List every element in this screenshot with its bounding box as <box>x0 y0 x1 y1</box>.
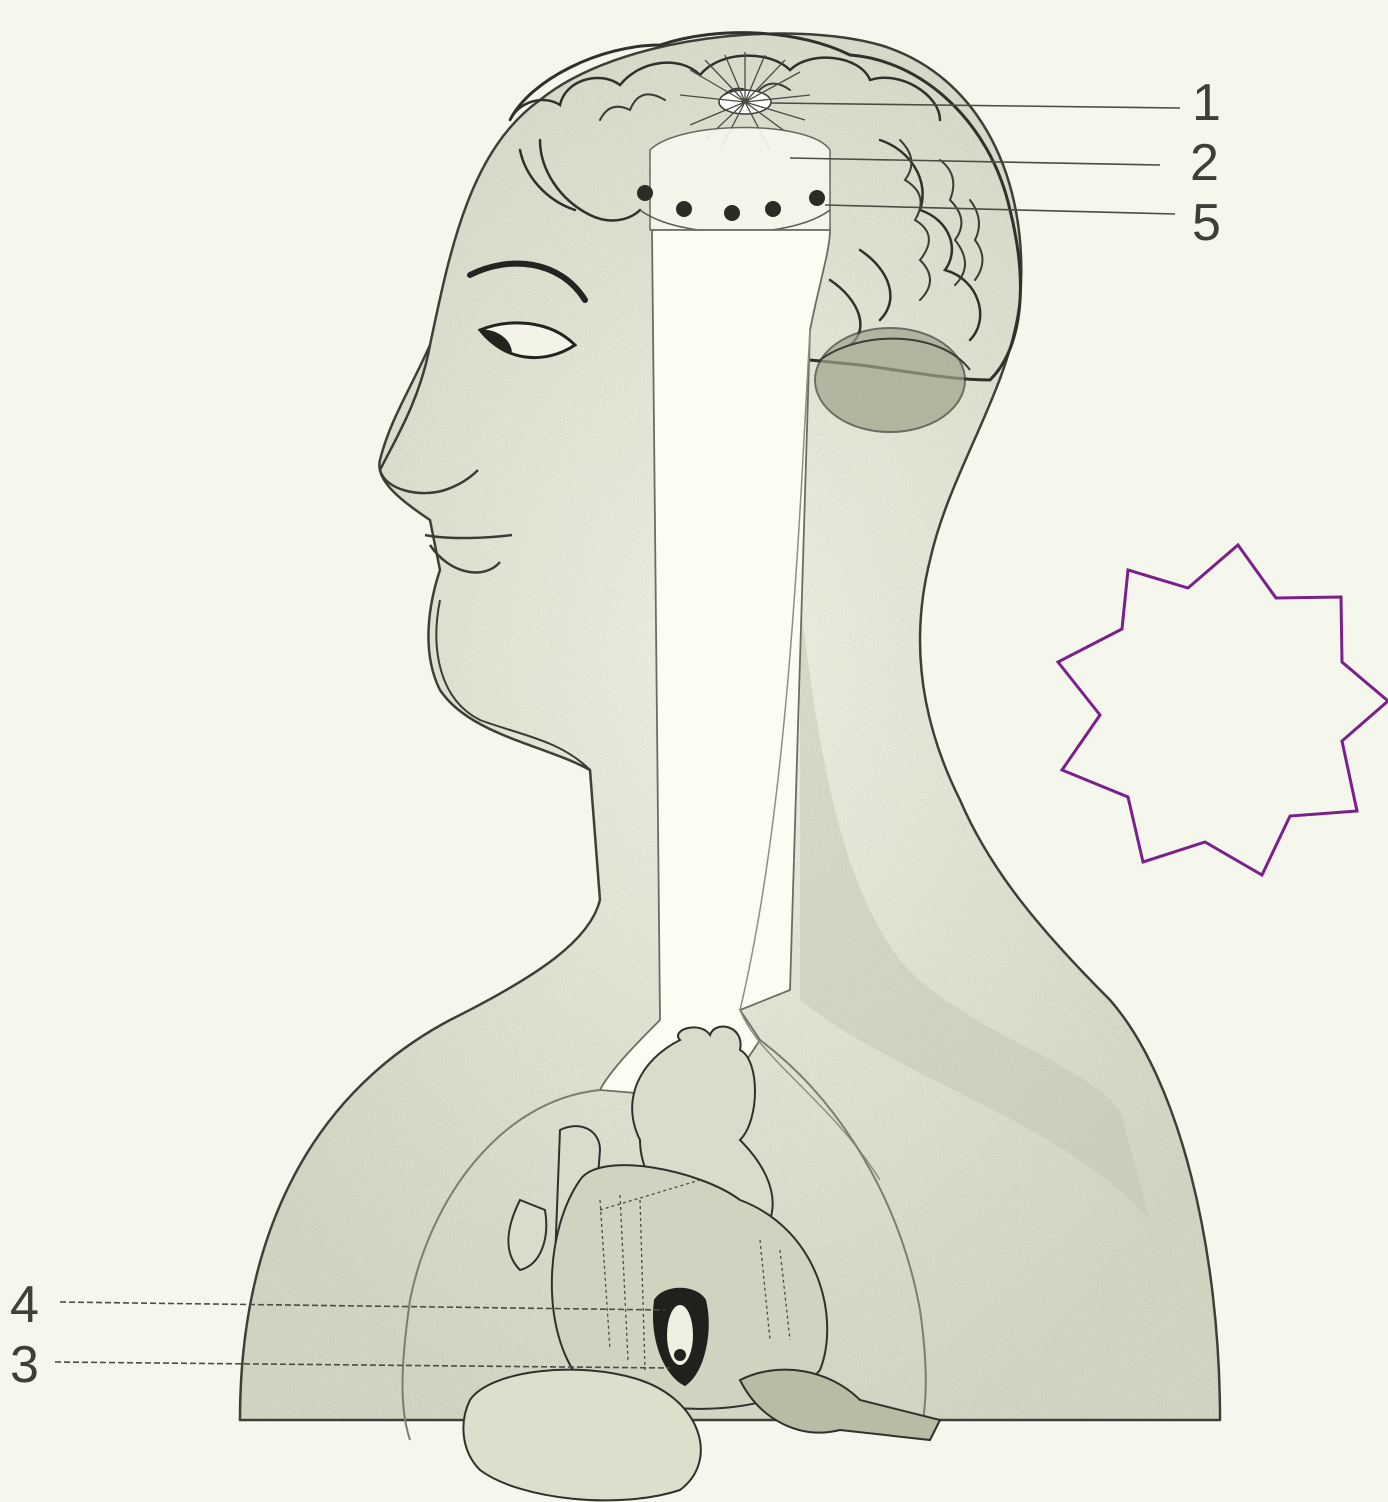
label-2: 2 <box>1190 134 1219 192</box>
cerebellum <box>815 328 965 432</box>
label-5: 5 <box>1192 194 1221 252</box>
heart-core-dot <box>674 1349 686 1361</box>
label-3: 3 <box>10 1336 39 1394</box>
star-icon <box>1058 545 1388 875</box>
label-1: 1 <box>1192 74 1221 132</box>
label-4: 4 <box>10 1276 39 1334</box>
central-column-top <box>650 128 830 231</box>
